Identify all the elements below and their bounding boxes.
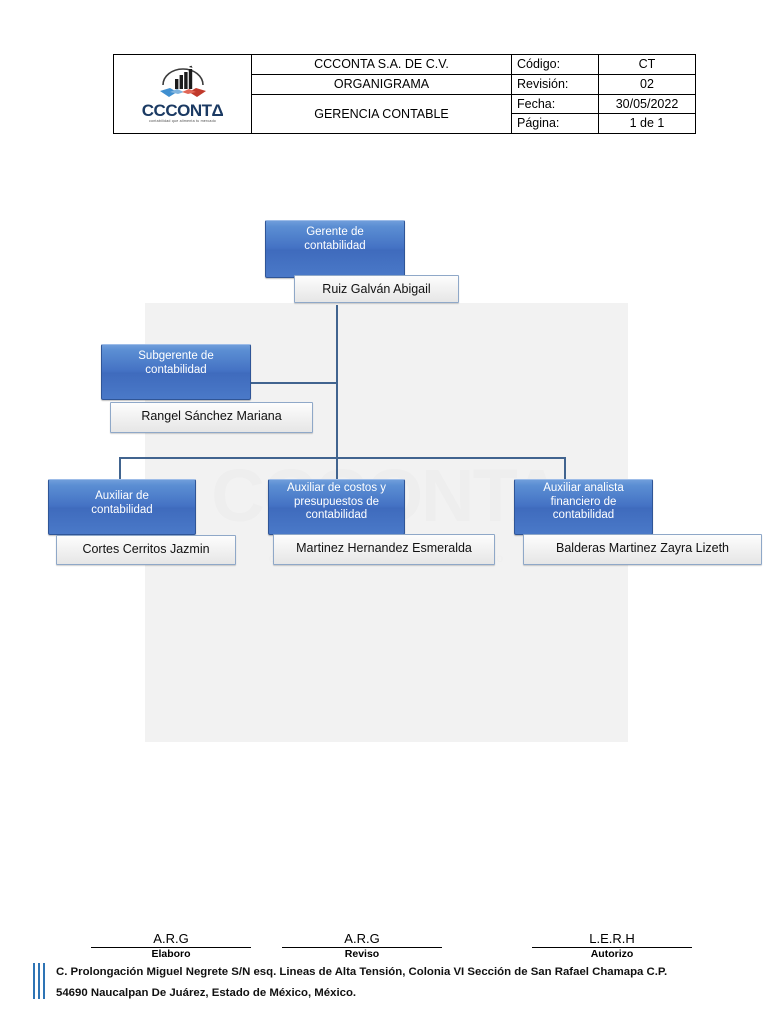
connector-drop-center [336, 457, 338, 481]
signature-role: Reviso [344, 948, 380, 960]
connector-sibling-bus [119, 457, 566, 459]
name-box-auxiliar-analista[interactable]: Balderas Martinez Zayra Lizeth [523, 534, 762, 565]
role-line-2: contabilidad [145, 363, 207, 376]
name-box-gerente[interactable]: Ruiz Galván Abigail [294, 275, 459, 303]
connector-trunk-vertical [336, 305, 338, 458]
bar-chart-handshake-logo-icon [156, 65, 210, 102]
header-label-codigo: Código: [511, 54, 599, 75]
connector-subgerente-horizontal [249, 382, 337, 384]
header-title-row-1: CCCONTA S.A. DE C.V. [251, 54, 512, 75]
signature-elaboro: A.R.G Elaboro [91, 932, 251, 961]
signature-rule [282, 947, 442, 948]
document-header-table: CCCONTΔ contabilidad que alimenta tu mer… [113, 54, 696, 134]
signature-name: A.R.G [344, 931, 380, 946]
org-node-gerente[interactable]: Gerente de contabilidad Ruiz Galván Abig… [265, 220, 459, 303]
header-value-fecha: 30/05/2022 [598, 93, 696, 115]
connector-drop-left [119, 457, 121, 481]
role-line-2: contabilidad [91, 503, 153, 516]
header-label-fecha: Fecha: [511, 93, 599, 115]
signature-name: L.E.R.H [589, 931, 635, 946]
role-box-auxiliar-costos[interactable]: Auxiliar de costos y presupuestos de con… [268, 479, 405, 535]
role-box-subgerente[interactable]: Subgerente de contabilidad [101, 344, 251, 400]
logo: CCCONTΔ contabilidad que alimenta tu mer… [116, 65, 249, 124]
role-line-1: Auxiliar de costos y [286, 482, 387, 494]
role-line-2: presupuestos de [293, 495, 380, 508]
org-node-auxiliar-costos[interactable]: Auxiliar de costos y presupuestos de con… [268, 479, 498, 567]
role-box-auxiliar-analista[interactable]: Auxiliar analista financiero de contabil… [514, 479, 653, 535]
name-box-auxiliar-contabilidad[interactable]: Cortes Cerritos Jazmin [56, 535, 236, 565]
role-line-3: contabilidad [305, 509, 368, 521]
role-line-1: Subgerente de [138, 350, 214, 362]
role-line-2: contabilidad [304, 239, 366, 252]
org-node-auxiliar-analista[interactable]: Auxiliar analista financiero de contabil… [514, 479, 762, 567]
role-line-3: contabilidad [552, 509, 615, 521]
role-box-auxiliar-contabilidad[interactable]: Auxiliar de contabilidad [48, 479, 196, 535]
org-node-auxiliar-contabilidad[interactable]: Auxiliar de contabilidad Cortes Cerritos… [48, 479, 236, 567]
role-line-1: Auxiliar analista [543, 482, 624, 494]
header-value-pagina: 1 de 1 [598, 113, 696, 134]
logo-tagline: contabilidad que alimenta tu mercado [149, 119, 216, 124]
logo-wordmark: CCCONTΔ [141, 101, 224, 121]
signature-autorizo: L.E.R.H Autorizo [532, 932, 692, 961]
footer-address: C. Prolongación Miguel Negrete S/N esq. … [56, 962, 728, 1004]
header-label-revision: Revisión: [511, 74, 599, 95]
address-line-1: C. Prolongación Miguel Negrete S/N esq. … [56, 966, 668, 978]
signature-role: Elaboro [151, 948, 191, 960]
header-title-row-2: ORGANIGRAMA [251, 74, 512, 95]
header-title-row-3: GERENCIA CONTABLE [251, 94, 512, 134]
signature-name: A.R.G [153, 931, 189, 946]
header-label-pagina: Página: [511, 113, 599, 134]
role-line-1: Auxiliar de [95, 490, 149, 502]
signature-rule [91, 947, 251, 948]
company-logo-cell: CCCONTΔ contabilidad que alimenta tu mer… [113, 54, 252, 134]
name-box-subgerente[interactable]: Rangel Sánchez Mariana [110, 402, 313, 433]
signature-reviso: A.R.G Reviso [282, 932, 442, 961]
header-value-revision: 02 [598, 74, 696, 95]
signature-role: Autorizo [590, 948, 634, 960]
address-line-2: 54690 Naucalpan De Juárez, Estado de Méx… [56, 987, 357, 999]
org-node-subgerente[interactable]: Subgerente de contabilidad Rangel Sánche… [101, 344, 313, 434]
connector-drop-right [564, 457, 566, 481]
name-box-auxiliar-costos[interactable]: Martinez Hernandez Esmeralda [273, 534, 495, 565]
role-line-2: financiero de [550, 495, 617, 508]
role-box-gerente[interactable]: Gerente de contabilidad [265, 220, 405, 278]
signature-rule [532, 947, 692, 948]
accent-bars-icon [33, 963, 49, 999]
header-value-codigo: CT [598, 54, 696, 75]
role-line-1: Gerente de [306, 226, 364, 238]
